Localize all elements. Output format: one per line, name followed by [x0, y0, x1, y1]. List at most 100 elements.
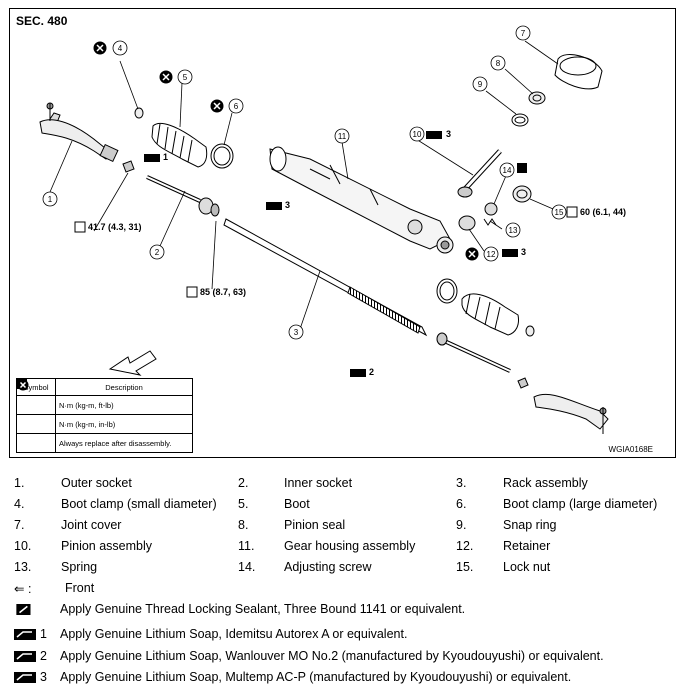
outer-socket-right	[533, 393, 609, 434]
part-name: Inner socket	[284, 476, 353, 490]
torque-ftlb-icon	[16, 378, 56, 415]
front-row: ⇐ : Front	[0, 581, 685, 599]
part-name: Boot clamp (large diameter)	[503, 497, 658, 511]
front-arrow-label: ⇐ :	[14, 582, 32, 596]
figure-code: WGIA0168E	[608, 445, 653, 454]
diagram-drawing: 1 2 3 4 5 6 7 8 9 10 11 12 13 14 15	[39, 25, 609, 434]
callout-12	[483, 246, 499, 262]
callout-num-5: 5	[183, 73, 188, 82]
callout-num-3: 3	[294, 328, 299, 337]
part-name: Retainer	[503, 539, 551, 553]
rack-assembly	[223, 218, 428, 337]
part-num: 11.	[238, 539, 255, 553]
sealant-icon	[16, 604, 31, 615]
front-text: Front	[65, 581, 95, 595]
note-text: Apply Genuine Thread Locking Sealant, Th…	[60, 602, 466, 616]
part-num: 9.	[456, 518, 467, 532]
callout-num-13: 13	[509, 226, 518, 235]
legend-row-3: Always replace after disassembly.	[55, 433, 193, 453]
part-name: Adjusting screw	[284, 560, 372, 574]
note-text: Apply Genuine Lithium Soap, Multemp AC-P…	[60, 670, 572, 684]
legend-row-2: N·m (kg-m, in-lb)	[55, 414, 193, 434]
part-num: 3.	[456, 476, 467, 490]
part-num: 15.	[456, 560, 474, 574]
part-num: 2.	[238, 476, 249, 490]
part-num: 4.	[14, 497, 25, 511]
part-num: 5.	[238, 497, 249, 511]
callout-num-15: 15	[555, 208, 564, 217]
callout-14	[499, 162, 515, 178]
grease-icon	[14, 629, 36, 640]
callout-num-14: 14	[503, 166, 512, 175]
part-name: Pinion seal	[284, 518, 346, 532]
pinion-assembly	[457, 149, 502, 198]
replace-icon	[16, 379, 56, 453]
boot-left	[151, 122, 208, 168]
part-name: Joint cover	[61, 518, 122, 532]
grease-mark-1: 1	[163, 152, 169, 162]
part-num: 12.	[456, 539, 474, 553]
callout-num-10: 10	[413, 130, 422, 139]
part-num: 10.	[14, 539, 32, 553]
torque-inner-socket: 85 (8.7, 63)	[200, 287, 247, 297]
part-num: 13.	[14, 560, 32, 574]
callout-num-9: 9	[478, 80, 483, 89]
callout-15	[551, 204, 567, 220]
grease-mark-2: 2	[369, 367, 375, 377]
part-name: Gear housing assembly	[284, 539, 416, 553]
callout-num-1: 1	[48, 195, 53, 204]
callout-num-4: 4	[118, 44, 123, 53]
callout-num-7: 7	[521, 29, 526, 38]
part-name: Boot clamp (small diameter)	[61, 497, 217, 511]
key-row-2: 4. Boot clamp (small diameter) 5. Boot 6…	[0, 497, 685, 515]
grease-icon	[14, 672, 36, 683]
part-num: 8.	[238, 518, 249, 532]
grease-icon	[14, 651, 36, 662]
part-name: Spring	[61, 560, 98, 574]
callout-num-2: 2	[155, 248, 160, 257]
callout-4	[112, 40, 128, 56]
note-text: Apply Genuine Lithium Soap, Idemitsu Aut…	[60, 627, 408, 641]
callout-5	[177, 69, 193, 85]
grease-mark-3c: 3	[521, 247, 527, 257]
symbol-legend: Symbol Description N·m (kg-m, ft-lb) N·m…	[16, 378, 193, 453]
part-name: Pinion assembly	[61, 539, 153, 553]
callout-8	[490, 55, 506, 71]
part-num: 1.	[14, 476, 25, 490]
note-text: Apply Genuine Lithium Soap, Wanlouver MO…	[60, 649, 604, 663]
torque-inlb-icon	[16, 379, 56, 434]
legend-row-1: N·m (kg-m, ft-lb)	[55, 395, 193, 415]
note-mark: 1	[40, 627, 47, 641]
key-row-3: 7. Joint cover 8. Pinion seal 9. Snap ri…	[0, 518, 685, 536]
key-row-4: 10. Pinion assembly 11. Gear housing ass…	[0, 539, 685, 557]
callout-7	[515, 25, 531, 41]
callout-11	[334, 128, 350, 144]
part-name: Rack assembly	[503, 476, 588, 490]
legend-header-description: Description	[55, 378, 193, 396]
section-label: SEC. 480	[16, 14, 68, 28]
key-row-1: 1. Outer socket 2. Inner socket 3. Rack …	[0, 476, 685, 494]
exploded-diagram: SEC. 480	[9, 8, 676, 458]
torque-outer-socket: 41.7 (4.3, 31)	[88, 222, 142, 232]
callout-3	[288, 324, 304, 340]
key-row-5: 13. Spring 14. Adjusting screw 15. Lock …	[0, 560, 685, 578]
torque-lock-nut: 60 (6.1, 44)	[580, 207, 627, 217]
part-num: 6.	[456, 497, 467, 511]
callout-1	[42, 191, 58, 207]
grease-mark-3b: 3	[446, 129, 452, 139]
gear-housing	[269, 146, 454, 254]
grease-mark-3a: 3	[285, 200, 291, 210]
callout-num-12: 12	[487, 250, 496, 259]
part-num: 14.	[238, 560, 256, 574]
callout-6	[228, 98, 244, 114]
part-name: Outer socket	[61, 476, 132, 490]
callout-9	[472, 76, 488, 92]
callout-num-8: 8	[496, 59, 501, 68]
boot-right	[461, 293, 519, 336]
note-mark: 2	[40, 649, 47, 663]
part-num: 7.	[14, 518, 25, 532]
callout-num-11: 11	[338, 132, 347, 141]
callout-2	[149, 244, 165, 260]
inner-socket	[146, 175, 220, 217]
outer-socket-left	[39, 102, 119, 163]
